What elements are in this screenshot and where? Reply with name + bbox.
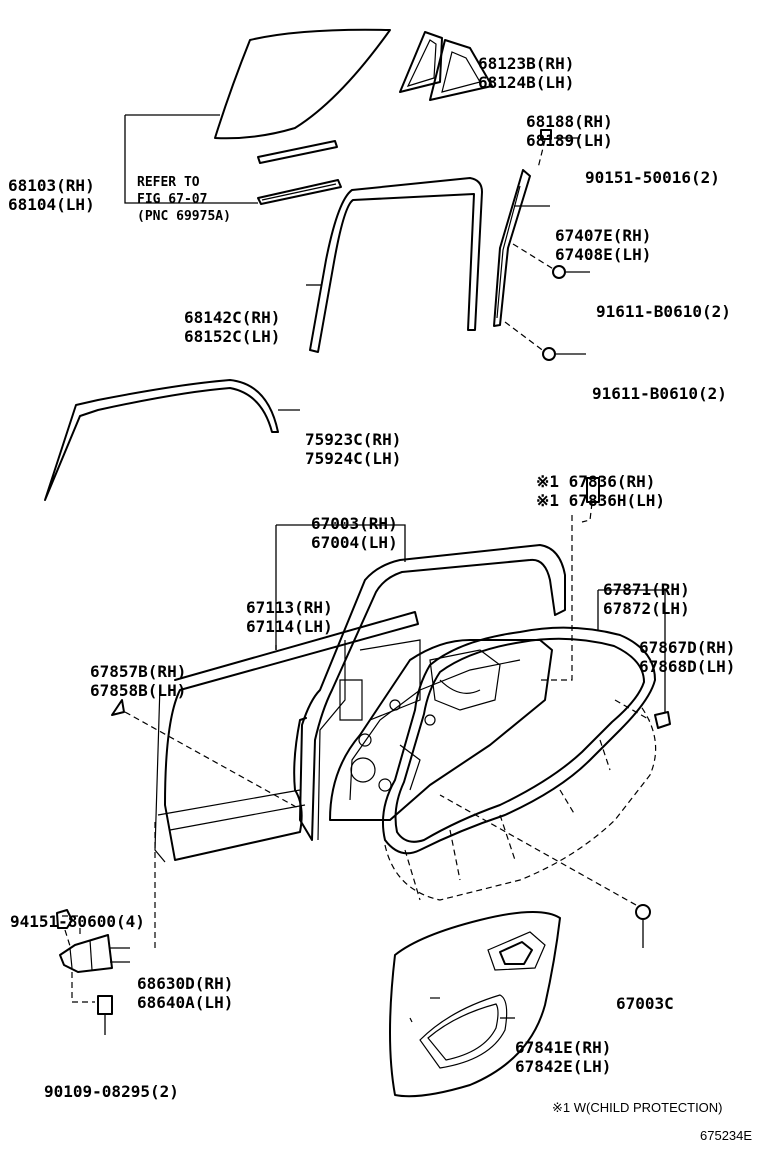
diagram-drawing [44,28,671,1098]
label-91611-upper: 91611-B0610(2) [596,302,731,321]
label-75923c: 75923C(RH)75924C(LH) [305,430,402,468]
label-67003: 67003(RH)67004(LH) [311,514,398,552]
label-68123b: 68123B(RH)68124B(LH) [478,54,575,92]
label-94151-80600: 94151-80600(4) [10,912,145,931]
label-67867d: 67867D(RH)67868D(LH) [639,638,736,676]
glass-run-channel [309,177,483,353]
screw-91611-b [542,347,556,361]
glass-run-strip-lower [257,179,342,205]
bolt-90151 [540,129,552,140]
belt-moulding [44,379,279,501]
bolt-94151 [56,909,73,929]
sealer-67857b [111,699,125,716]
label-68630d: 68630D(RH)68640A(LH) [137,974,234,1012]
label-68142c: 68142C(RH)68152C(LH) [184,308,281,346]
corner-seal [429,39,493,101]
label-67871: 67871(RH)67872(LH) [603,580,690,618]
label-67113: 67113(RH)67114(LH) [246,598,333,636]
quarter-glass [214,28,391,140]
door-trim-board [389,911,561,1098]
label-68103: 68103(RH)68104(LH) [8,176,95,214]
bolt-90109 [97,995,113,1015]
label-90109-08295: 90109-08295(2) [44,1082,179,1101]
door-hinge [59,934,113,973]
refer-bracket [124,114,258,204]
label-67836: ※1 67836(RH)※1 67836H(LH) [536,472,665,510]
label-67003c: 67003C [616,994,674,1013]
screw-91611-a [552,265,566,279]
label-90151-50016: 90151-50016(2) [585,168,720,187]
figure-id: 675234E [700,1128,753,1143]
weatherstrip [382,626,656,855]
clip-67003c [635,904,651,920]
division-bar [493,169,531,327]
outer-door-panel [164,611,419,861]
clip-67867d [654,711,671,729]
note-child-protection: ※1 W(CHILD PROTECTION) [552,1100,723,1115]
corner-glass [399,31,443,93]
parts-diagram: 68123B(RH)68124B(LH) 68188(RH)68189(LH) … [8,28,753,1143]
label-67407e: 67407E(RH)67408E(LH) [555,226,652,264]
label-67857b: 67857B(RH)67858B(LH) [90,662,187,700]
clip-67836 [586,477,600,503]
label-91611-lower: 91611-B0610(2) [592,384,727,403]
glass-run-strip-upper [257,140,338,164]
door-frame [299,544,566,841]
label-68188: 68188(RH)68189(LH) [526,112,613,150]
label-67841e: 67841E(RH)67842E(LH) [515,1038,612,1076]
